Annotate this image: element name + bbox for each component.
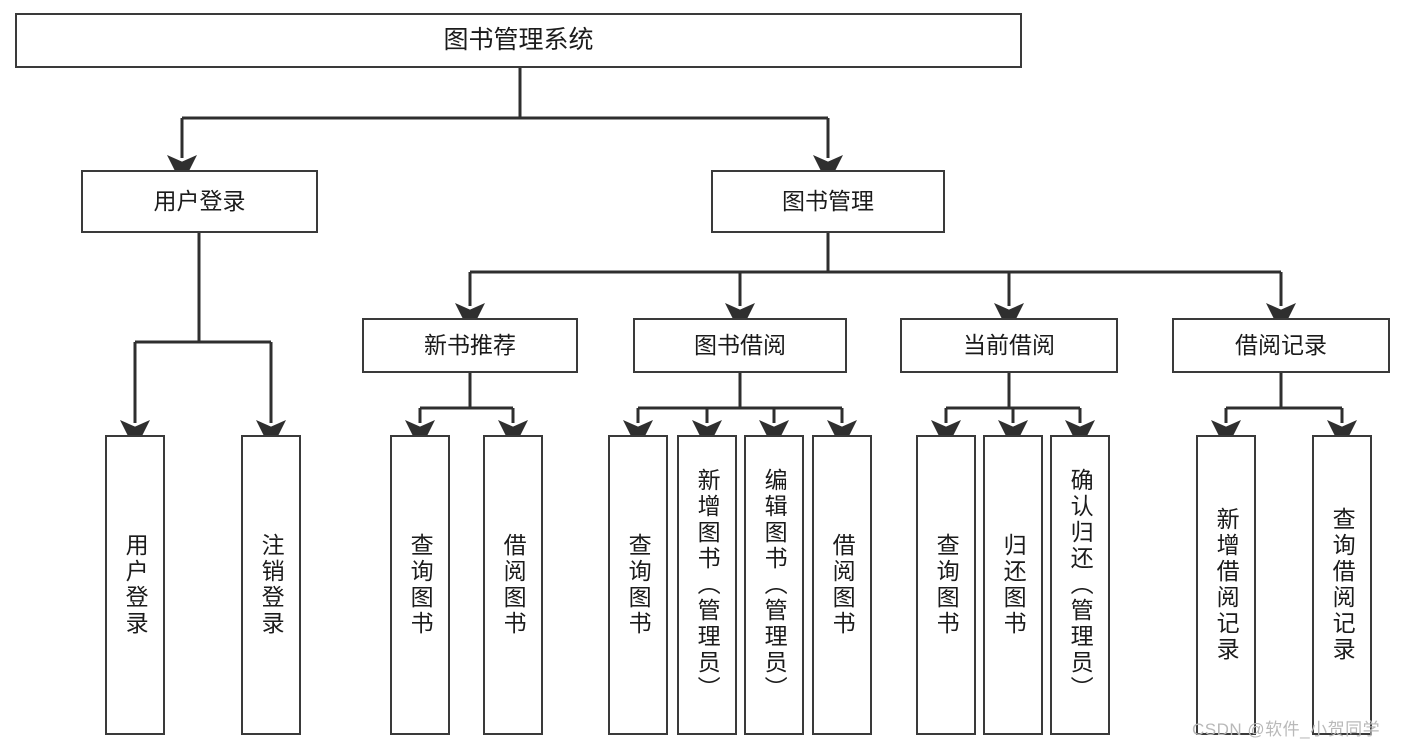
node-label: 查询图书	[407, 533, 434, 637]
node-root-system[interactable]: 图书管理系统	[15, 13, 1022, 68]
node-label: 用户登录	[153, 187, 246, 214]
node-label: 归还图书	[1000, 533, 1027, 637]
node-label: 图书管理系统	[443, 25, 594, 54]
node-label: 查询借阅记录	[1329, 507, 1356, 663]
node-label: 借阅记录	[1235, 331, 1327, 358]
leaf-borrow-book[interactable]: 借阅图书	[812, 435, 872, 735]
node-book-borrow[interactable]: 图书借阅	[633, 318, 847, 373]
node-label: 借阅图书	[829, 533, 856, 637]
leaf-confirm-return-admin[interactable]: 确认归还（管理员）	[1050, 435, 1110, 735]
node-label: 用户登录	[122, 533, 149, 637]
node-label: 查询图书	[625, 533, 652, 637]
node-user-login[interactable]: 用户登录	[81, 170, 318, 233]
node-book-management[interactable]: 图书管理	[711, 170, 945, 233]
node-label: 注销登录	[258, 533, 285, 637]
node-label: 新增图书（管理员）	[694, 468, 721, 702]
leaf-user-login[interactable]: 用户登录	[105, 435, 165, 735]
node-label: 图书管理	[782, 187, 874, 214]
node-label: 图书借阅	[694, 331, 786, 358]
leaf-query-book-borrow[interactable]: 查询图书	[608, 435, 668, 735]
leaf-add-book-admin[interactable]: 新增图书（管理员）	[677, 435, 737, 735]
leaf-query-book-recommend[interactable]: 查询图书	[390, 435, 450, 735]
leaf-query-borrow-record[interactable]: 查询借阅记录	[1312, 435, 1372, 735]
node-current-borrow[interactable]: 当前借阅	[900, 318, 1118, 373]
node-label: 新增借阅记录	[1213, 507, 1240, 663]
leaf-return-book[interactable]: 归还图书	[983, 435, 1043, 735]
node-label: 编辑图书（管理员）	[761, 468, 788, 702]
node-label: 查询图书	[933, 533, 960, 637]
leaf-logout-login[interactable]: 注销登录	[241, 435, 301, 735]
leaf-borrow-book-recommend[interactable]: 借阅图书	[483, 435, 543, 735]
leaf-query-book-current[interactable]: 查询图书	[916, 435, 976, 735]
node-label: 确认归还（管理员）	[1067, 468, 1094, 702]
node-label: 借阅图书	[500, 533, 527, 637]
watermark-text: CSDN @软件_小贺同学	[1192, 720, 1381, 739]
node-label: 当前借阅	[963, 331, 1055, 358]
node-borrow-records[interactable]: 借阅记录	[1172, 318, 1390, 373]
node-label: 新书推荐	[424, 331, 516, 358]
leaf-add-borrow-record[interactable]: 新增借阅记录	[1196, 435, 1256, 735]
node-new-book-recommend[interactable]: 新书推荐	[362, 318, 578, 373]
leaf-edit-book-admin[interactable]: 编辑图书（管理员）	[744, 435, 804, 735]
